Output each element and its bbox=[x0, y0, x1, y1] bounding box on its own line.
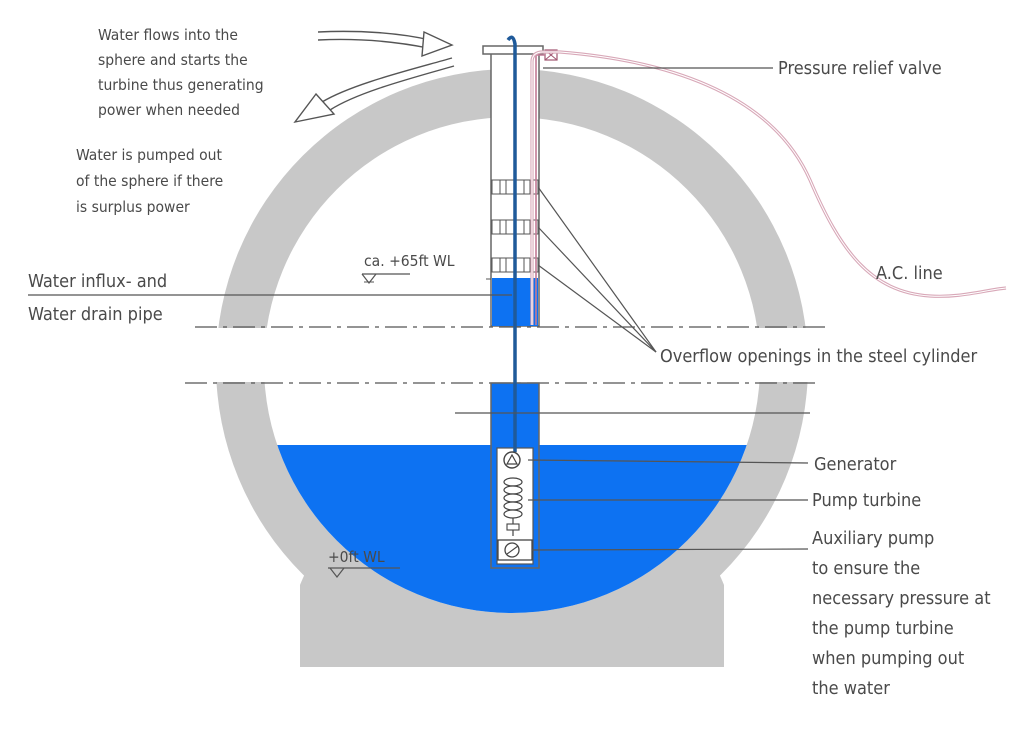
pressure-relief-valve-label: Pressure relief valve bbox=[778, 58, 942, 79]
outflow-arrow-icon bbox=[293, 57, 455, 124]
auxiliary-pump-icon bbox=[497, 539, 533, 561]
ac-line-label: A.C. line bbox=[876, 263, 943, 284]
water-influx-drain-pipe bbox=[506, 35, 517, 452]
leader-lines bbox=[28, 67, 809, 551]
inflow-note: Water flows into the sphere and starts t… bbox=[98, 26, 268, 119]
section-break bbox=[150, 328, 870, 382]
upper-water-level-label: ca. +65ft WL bbox=[364, 252, 455, 270]
pump-turbine-label: Pump turbine bbox=[812, 490, 921, 511]
upper-water-level-marker bbox=[361, 273, 410, 284]
auxiliary-pump-label: Auxiliary pump to ensure the necessary p… bbox=[812, 528, 996, 699]
pump-mount bbox=[506, 523, 520, 531]
generator-icon bbox=[503, 451, 521, 469]
cylinder-top-cap bbox=[482, 45, 544, 55]
lower-water-level-label: +0ft WL bbox=[328, 548, 385, 566]
lower-water-level-marker bbox=[328, 567, 400, 578]
ac-line-cable-core bbox=[531, 51, 1007, 325]
inflow-arrow-icon bbox=[317, 30, 454, 58]
overflow-openings-label: Overflow openings in the steel cylinder bbox=[660, 346, 977, 367]
outflow-note: Water is pumped out of the sphere if the… bbox=[76, 146, 228, 216]
generator-label: Generator bbox=[814, 454, 897, 475]
overflow-opening-grilles bbox=[499, 180, 531, 272]
pump-turbine-coil-icon bbox=[503, 477, 523, 519]
pipe-label: Water influx- and Water drain pipe bbox=[28, 271, 172, 325]
